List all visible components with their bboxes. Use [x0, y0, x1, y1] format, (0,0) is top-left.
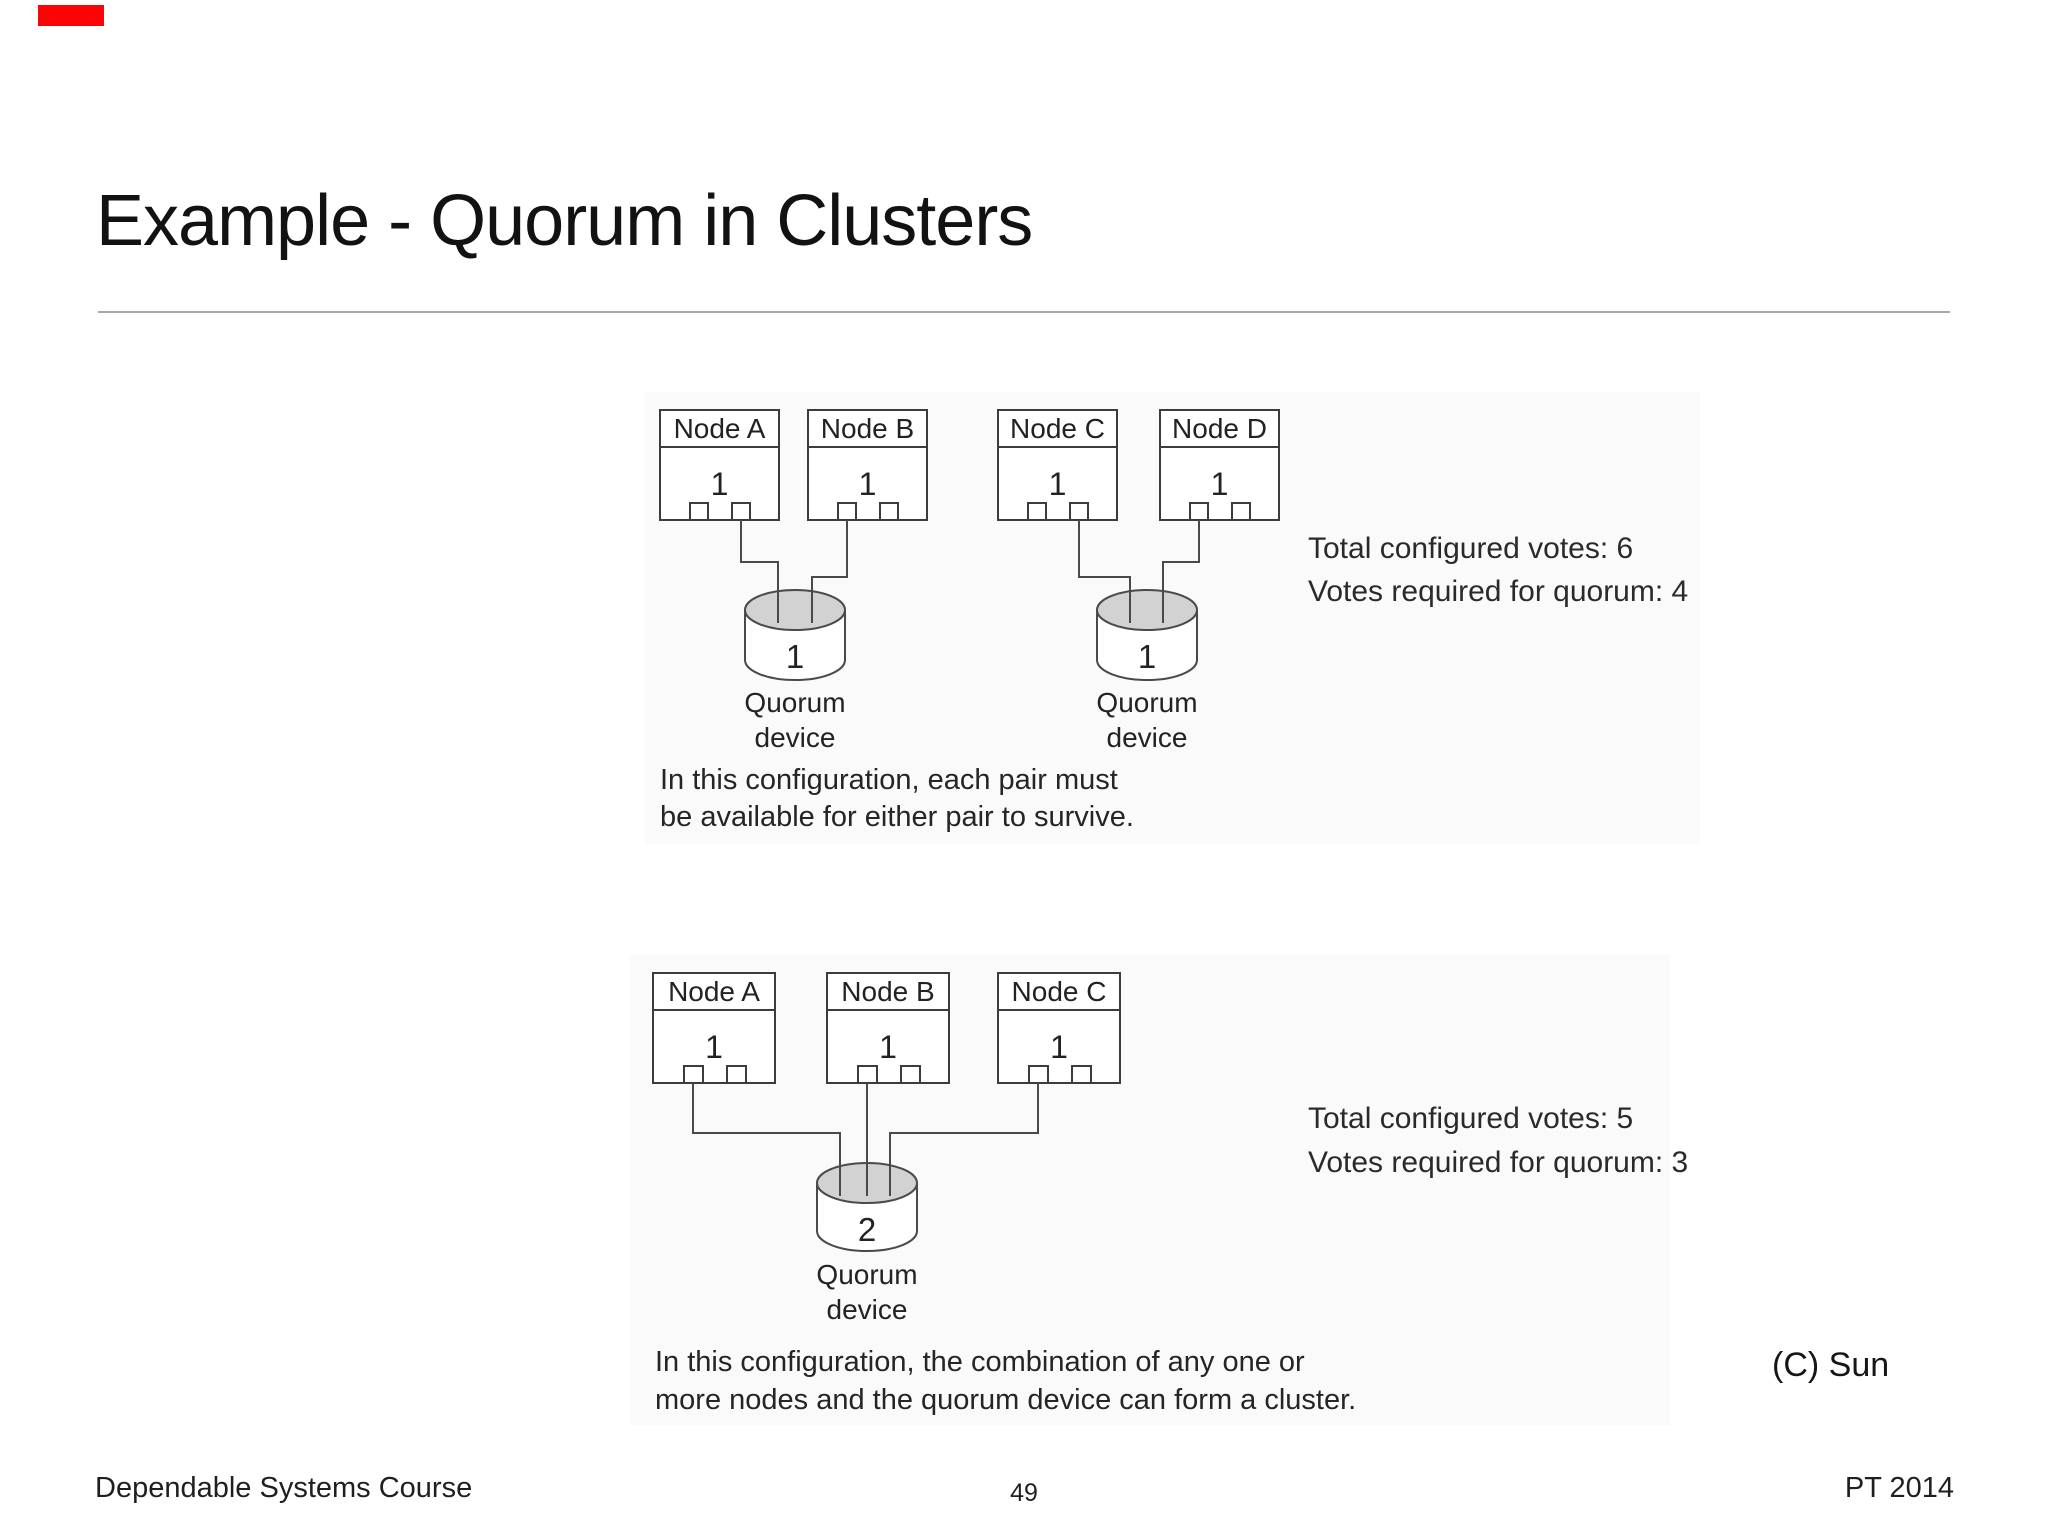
node-vote-count: 1: [711, 466, 729, 502]
port: [683, 1065, 704, 1084]
node-box-b: Node B 1: [807, 409, 928, 521]
device-vote-count: 1: [786, 638, 804, 675]
node-box-a: Node A 1: [652, 972, 776, 1084]
title-divider-line: [98, 311, 1950, 313]
caption-line1: In this configuration, the combination o…: [655, 1346, 1305, 1378]
device-vote-count: 1: [1138, 638, 1156, 675]
device-label-line2: device: [755, 722, 836, 753]
caption-line2: more nodes and the quorum device can for…: [655, 1384, 1356, 1416]
wire-node-a-to-device-1: [740, 520, 779, 623]
node-name: Node C: [1012, 976, 1107, 1007]
node-box-b: Node B 1: [826, 972, 950, 1084]
node-name: Node A: [674, 413, 766, 444]
wire-node-c-to-device-2: [1078, 520, 1131, 623]
top-diagram: Node A 1 Node B 1 Node C 1: [645, 392, 1700, 844]
total-votes-text: Total configured votes: 5: [1308, 1102, 1633, 1135]
total-votes-text: Total configured votes: 6: [1308, 532, 1633, 565]
node-vote-count: 1: [1211, 466, 1229, 502]
device-label-line1: Quorum: [1096, 687, 1197, 718]
port: [726, 1065, 747, 1084]
quorum-device-1: 1 Quorum device: [744, 589, 846, 753]
footer-page-number: 49: [1010, 1479, 1038, 1507]
node-vote-count: 1: [859, 466, 877, 502]
footer-term: PT 2014: [1844, 1472, 1954, 1504]
device-label-line2: device: [827, 1294, 908, 1325]
required-votes-text: Votes required for quorum: 4: [1308, 575, 1688, 608]
node-name: Node D: [1172, 413, 1267, 444]
port: [837, 502, 857, 521]
wire-node-d-to-device-2: [1162, 520, 1200, 623]
port: [857, 1065, 878, 1084]
required-votes-text: Votes required for quorum: 3: [1308, 1146, 1688, 1179]
port: [879, 502, 899, 521]
device-vote-count: 2: [858, 1211, 876, 1248]
device-label-line2: device: [1107, 722, 1188, 753]
node-name: Node B: [841, 976, 934, 1007]
port: [1189, 502, 1209, 521]
port: [1028, 1065, 1049, 1084]
node-box-d: Node D 1: [1159, 409, 1280, 521]
device-label-line1: Quorum: [816, 1259, 917, 1290]
node-vote-count: 1: [879, 1029, 897, 1065]
node-box-a: Node A 1: [659, 409, 780, 521]
node-name: Node C: [1010, 413, 1105, 444]
node-vote-count: 1: [705, 1029, 723, 1065]
device-label-line1: Quorum: [744, 687, 845, 718]
caption-line1: In this configuration, each pair must: [660, 764, 1118, 796]
node-box-c: Node C 1: [997, 409, 1118, 521]
quorum-device-2: 1 Quorum device: [1096, 589, 1198, 753]
port: [689, 502, 709, 521]
node-vote-count: 1: [1049, 466, 1067, 502]
port: [1069, 502, 1089, 521]
port: [1071, 1065, 1092, 1084]
port: [731, 502, 751, 521]
footer-course-name: Dependable Systems Course: [95, 1472, 473, 1504]
cylinder-top: [1096, 589, 1198, 631]
wire-node-c-to-device: [889, 1083, 1039, 1196]
node-name: Node B: [821, 413, 914, 444]
red-marker-bar: [38, 5, 104, 26]
diagram-background: [630, 955, 1670, 1425]
bottom-diagram: Node A 1 Node B 1 Node C 1: [630, 955, 1688, 1425]
port: [1027, 502, 1047, 521]
node-vote-count: 1: [1050, 1029, 1068, 1065]
cylinder-top: [744, 589, 846, 631]
port: [1231, 502, 1251, 521]
slide-title: Example - Quorum in Clusters: [96, 181, 1033, 261]
port: [900, 1065, 921, 1084]
caption-line2: be available for either pair to survive.: [660, 801, 1134, 833]
wire-node-a-to-device: [692, 1083, 841, 1196]
node-box-c: Node C 1: [997, 972, 1121, 1084]
copyright-attribution: (C) Sun: [1772, 1346, 1890, 1384]
node-name: Node A: [668, 976, 760, 1007]
wire-node-b-to-device-1: [811, 520, 848, 623]
